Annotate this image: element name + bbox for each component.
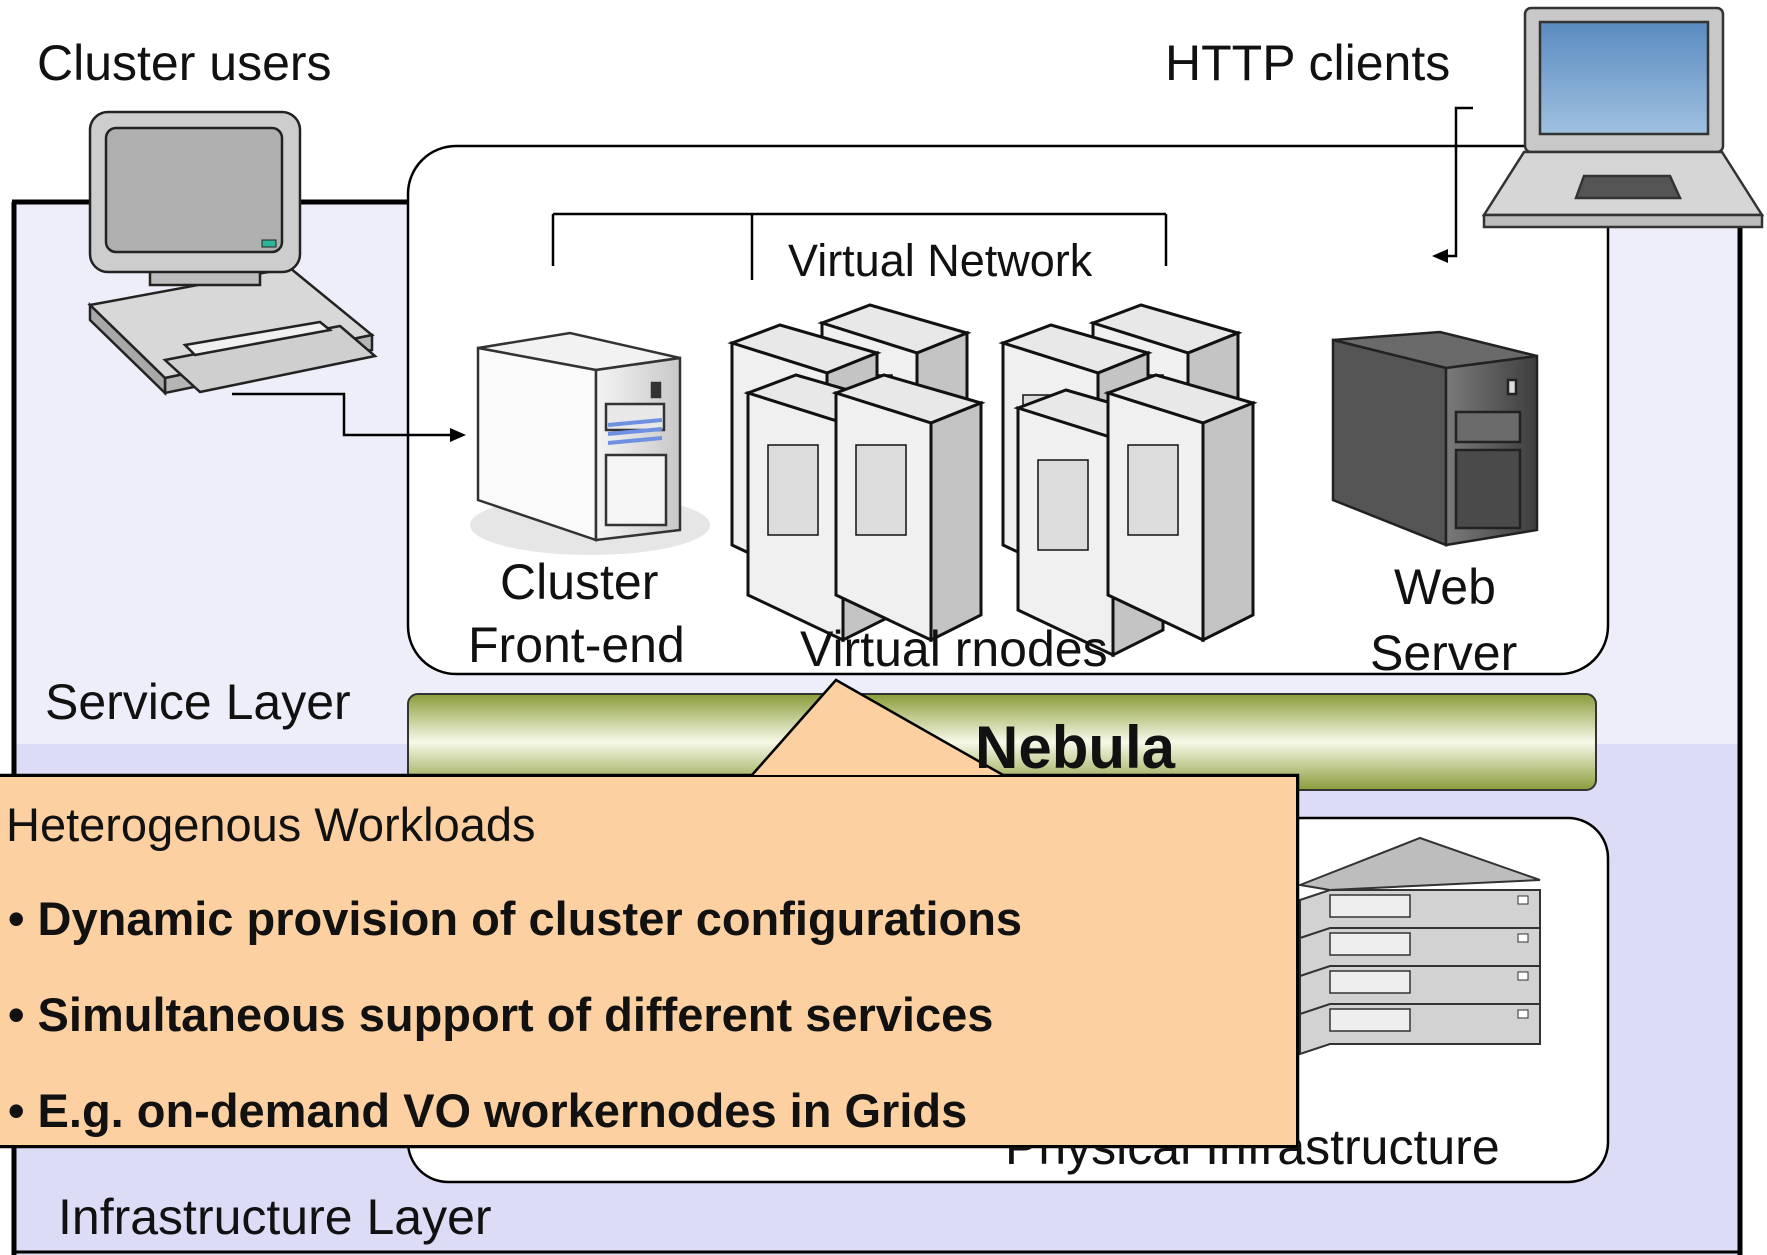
web-server-icon [1331, 330, 1539, 547]
desktop-computer-icon [87, 110, 378, 396]
rack-server-icon [1296, 836, 1541, 1056]
http-clients-label: HTTP clients [1165, 35, 1451, 91]
callout-bullet-3: • E.g. on-demand VO workernodes in Grids [8, 1087, 967, 1134]
virtual-network-label: Virtual Network [788, 235, 1093, 286]
laptop-icon [1481, 6, 1765, 229]
callout-panel: Heterogenous Workloads • Dynamic provisi… [0, 775, 1298, 1147]
web-server-label-line2: Server [1370, 625, 1518, 681]
virtual-node-server-group [727, 303, 1258, 658]
nebula-label: Nebula [975, 714, 1176, 781]
cluster-frontend-label-line1: Cluster [500, 554, 659, 610]
bullet-text: Dynamic provision of cluster configurati… [37, 892, 1023, 945]
virtual-node-server-icon [1103, 373, 1258, 643]
cluster-frontend-label-line2: Front-end [468, 617, 685, 673]
callout-heading: Heterogenous Workloads [6, 798, 536, 851]
callout-bullet-2: • Simultaneous support of different serv… [8, 991, 993, 1038]
bullet-marker: • [8, 988, 25, 1041]
web-server-label-line1: Web [1394, 559, 1496, 615]
infrastructure-layer-label: Infrastructure Layer [58, 1189, 492, 1245]
http-clients-arrow [1432, 106, 1473, 263]
rack-unit [1299, 1003, 1541, 1056]
bullet-text: Simultaneous support of different servic… [37, 988, 994, 1041]
virtual-nodes-label: Virtual rnodes [800, 621, 1108, 677]
callout-bullet-1: • Dynamic provision of cluster configura… [8, 895, 1022, 942]
bullet-marker: • [8, 1084, 25, 1137]
service-layer-label: Service Layer [45, 674, 351, 730]
bullet-marker: • [8, 892, 25, 945]
virtual-node-server-icon [831, 373, 986, 643]
front-end-server-icon [470, 331, 710, 555]
cluster-users-arrow [232, 392, 466, 442]
rack-top [1296, 836, 1541, 892]
virtual-network-bracket [551, 212, 1168, 280]
cluster-users-label: Cluster users [37, 35, 332, 91]
bullet-text: E.g. on-demand VO workernodes in Grids [37, 1084, 968, 1137]
